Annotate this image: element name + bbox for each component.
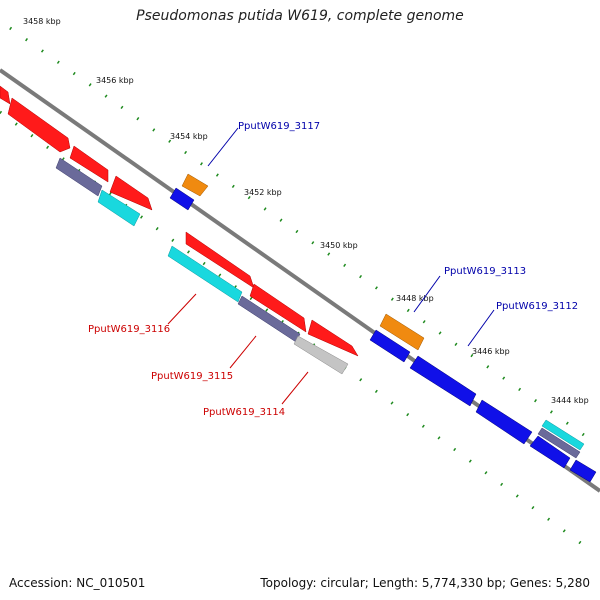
gene-reverse[interactable] [369, 329, 411, 363]
leader-line-3115 [229, 335, 257, 369]
genome-summary-text: Topology: circular; Length: 5,774,330 bp… [260, 576, 590, 590]
kbp-label-3452: 3452 kbp [244, 188, 282, 197]
kbp-label-3458: 3458 kbp [23, 17, 61, 26]
kbp-label-3446: 3446 kbp [472, 347, 510, 356]
leader-line-3117 [207, 127, 239, 167]
kbp-label-3456: 3456 kbp [96, 76, 134, 85]
feature-cyan[interactable] [167, 245, 243, 303]
gene-reverse[interactable] [475, 399, 533, 445]
feature-grey[interactable] [293, 335, 349, 375]
feature-orange[interactable] [379, 313, 425, 351]
gene-label-3115[interactable]: PputW619_3115 [151, 371, 233, 382]
leader-line-3114 [281, 371, 309, 405]
feature-cyan[interactable] [97, 189, 141, 227]
gene-label-3112[interactable]: PputW619_3112 [496, 301, 578, 312]
gene-label-3117[interactable]: PputW619_3117 [238, 121, 320, 132]
kbp-label-3450: 3450 kbp [320, 241, 358, 250]
feature-cyan[interactable] [541, 419, 585, 451]
gene-forward[interactable] [249, 283, 307, 333]
leader-line-3113 [413, 275, 441, 313]
gene-forward-edge[interactable] [0, 85, 11, 105]
feature-orange[interactable] [181, 173, 209, 197]
gene-reverse[interactable] [409, 355, 477, 407]
gene-label-3116[interactable]: PputW619_3116 [88, 324, 170, 335]
outer-dotted-track [9, 26, 599, 447]
gene-forward[interactable] [109, 175, 153, 211]
gene-forward[interactable] [7, 97, 71, 153]
gene-reverse[interactable] [569, 459, 597, 483]
kbp-label-3444: 3444 kbp [551, 396, 589, 405]
feature-slate[interactable] [55, 157, 103, 197]
leader-line-3116 [167, 293, 197, 325]
gene-reverse[interactable] [529, 435, 571, 469]
leader-line-3112 [467, 309, 495, 347]
gene-forward[interactable] [69, 145, 109, 183]
gene-reverse[interactable] [169, 187, 195, 211]
kbp-label-3448: 3448 kbp [396, 294, 434, 303]
accession-text: Accession: NC_010501 [9, 576, 146, 590]
gene-forward[interactable] [307, 319, 359, 357]
gene-label-3113[interactable]: PputW619_3113 [444, 266, 526, 277]
gene-label-3114[interactable]: PputW619_3114 [203, 407, 285, 418]
map-title: Pseudomonas putida W619, complete genome [136, 8, 464, 24]
feature-slate[interactable] [537, 427, 581, 459]
kbp-label-3454: 3454 kbp [170, 132, 208, 141]
